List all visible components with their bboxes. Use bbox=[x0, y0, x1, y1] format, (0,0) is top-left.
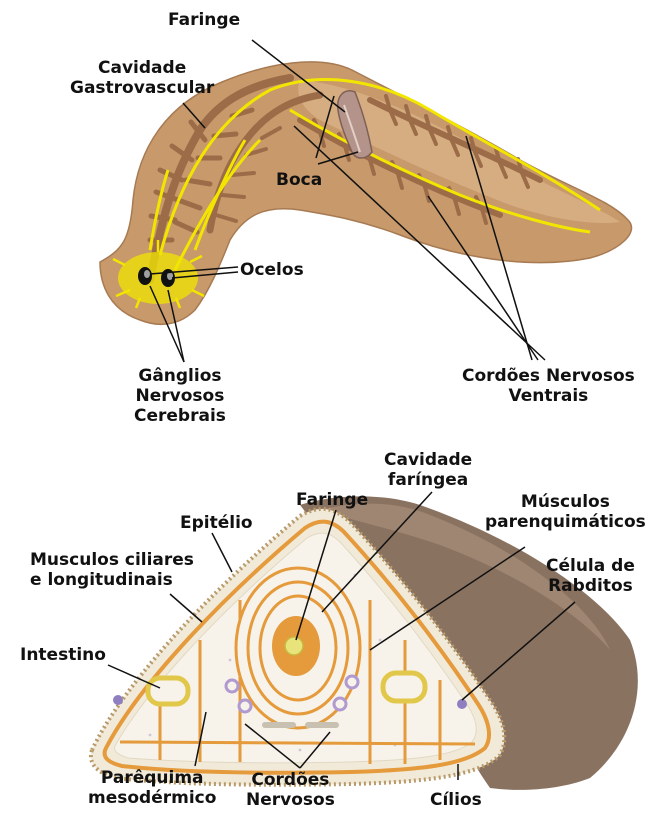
label-celula-rabditos: Célula de Rabditos bbox=[546, 556, 635, 596]
label-cilios: Cílios bbox=[430, 790, 482, 810]
label-musculos-parenquimaticos: Músculos parenquimáticos bbox=[485, 492, 646, 532]
label-parequima: Parêquima mesodérmico bbox=[88, 768, 216, 808]
pharynx-lumen bbox=[285, 637, 303, 655]
label-cordoes-nervosos: Cordões Nervosos bbox=[246, 770, 335, 810]
label-cordoes-ventrais: Cordões Nervosos Ventrais bbox=[462, 366, 635, 406]
ocellus-left-rim bbox=[144, 270, 150, 278]
cerebral-ganglia bbox=[118, 252, 198, 304]
label-boca: Boca bbox=[276, 170, 322, 190]
cross-section bbox=[91, 496, 638, 790]
label-intestino: Intestino bbox=[20, 645, 106, 665]
label-faringe-top: Faringe bbox=[168, 10, 240, 30]
label-faringe-bottom: Faringe bbox=[296, 490, 368, 510]
label-epitelio: Epitélio bbox=[180, 513, 253, 533]
label-ocelos: Ocelos bbox=[240, 260, 304, 280]
label-cavidade-faringea: Cavidade faríngea bbox=[384, 450, 472, 490]
label-ganglios-cerebrais: Gânglios Nervosos Cerebrais bbox=[134, 366, 226, 426]
label-cavidade-gastrovascular: Cavidade Gastrovascular bbox=[70, 58, 214, 98]
label-musculos-ciliares: Musculos ciliares e longitudinais bbox=[30, 550, 194, 590]
